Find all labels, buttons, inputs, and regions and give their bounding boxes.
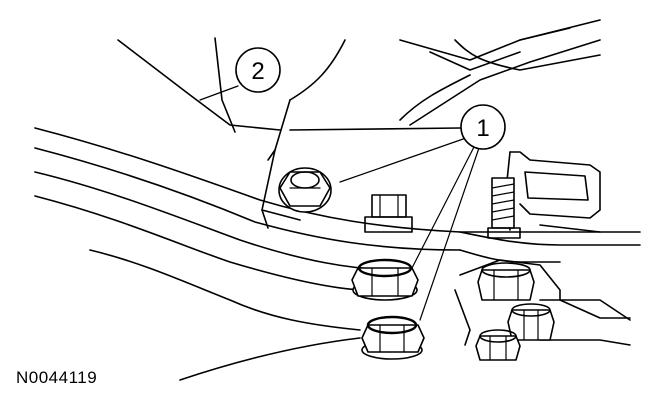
bracket-part: [261, 99, 461, 229]
flange-nut-upper: [351, 258, 419, 301]
right-nut-lower: [475, 329, 521, 361]
right-nut-middle: [507, 303, 555, 341]
callout-1-label: 1: [476, 115, 489, 142]
right-side-bracket: [454, 151, 631, 346]
center-stud: [364, 194, 413, 233]
right-nut-upper: [477, 262, 535, 301]
callout-leaders: [199, 85, 481, 321]
bracket-nut: [278, 167, 332, 213]
callout-1: 1: [460, 104, 506, 150]
frame-rails: [34, 127, 641, 381]
flange-nut-lower: [361, 315, 425, 360]
callout-2: 2: [235, 47, 281, 93]
callout-2-label: 2: [251, 58, 264, 85]
threaded-stud: [487, 177, 521, 239]
figure-id: N0044119: [16, 368, 98, 387]
upper-body-panel: [117, 19, 601, 133]
